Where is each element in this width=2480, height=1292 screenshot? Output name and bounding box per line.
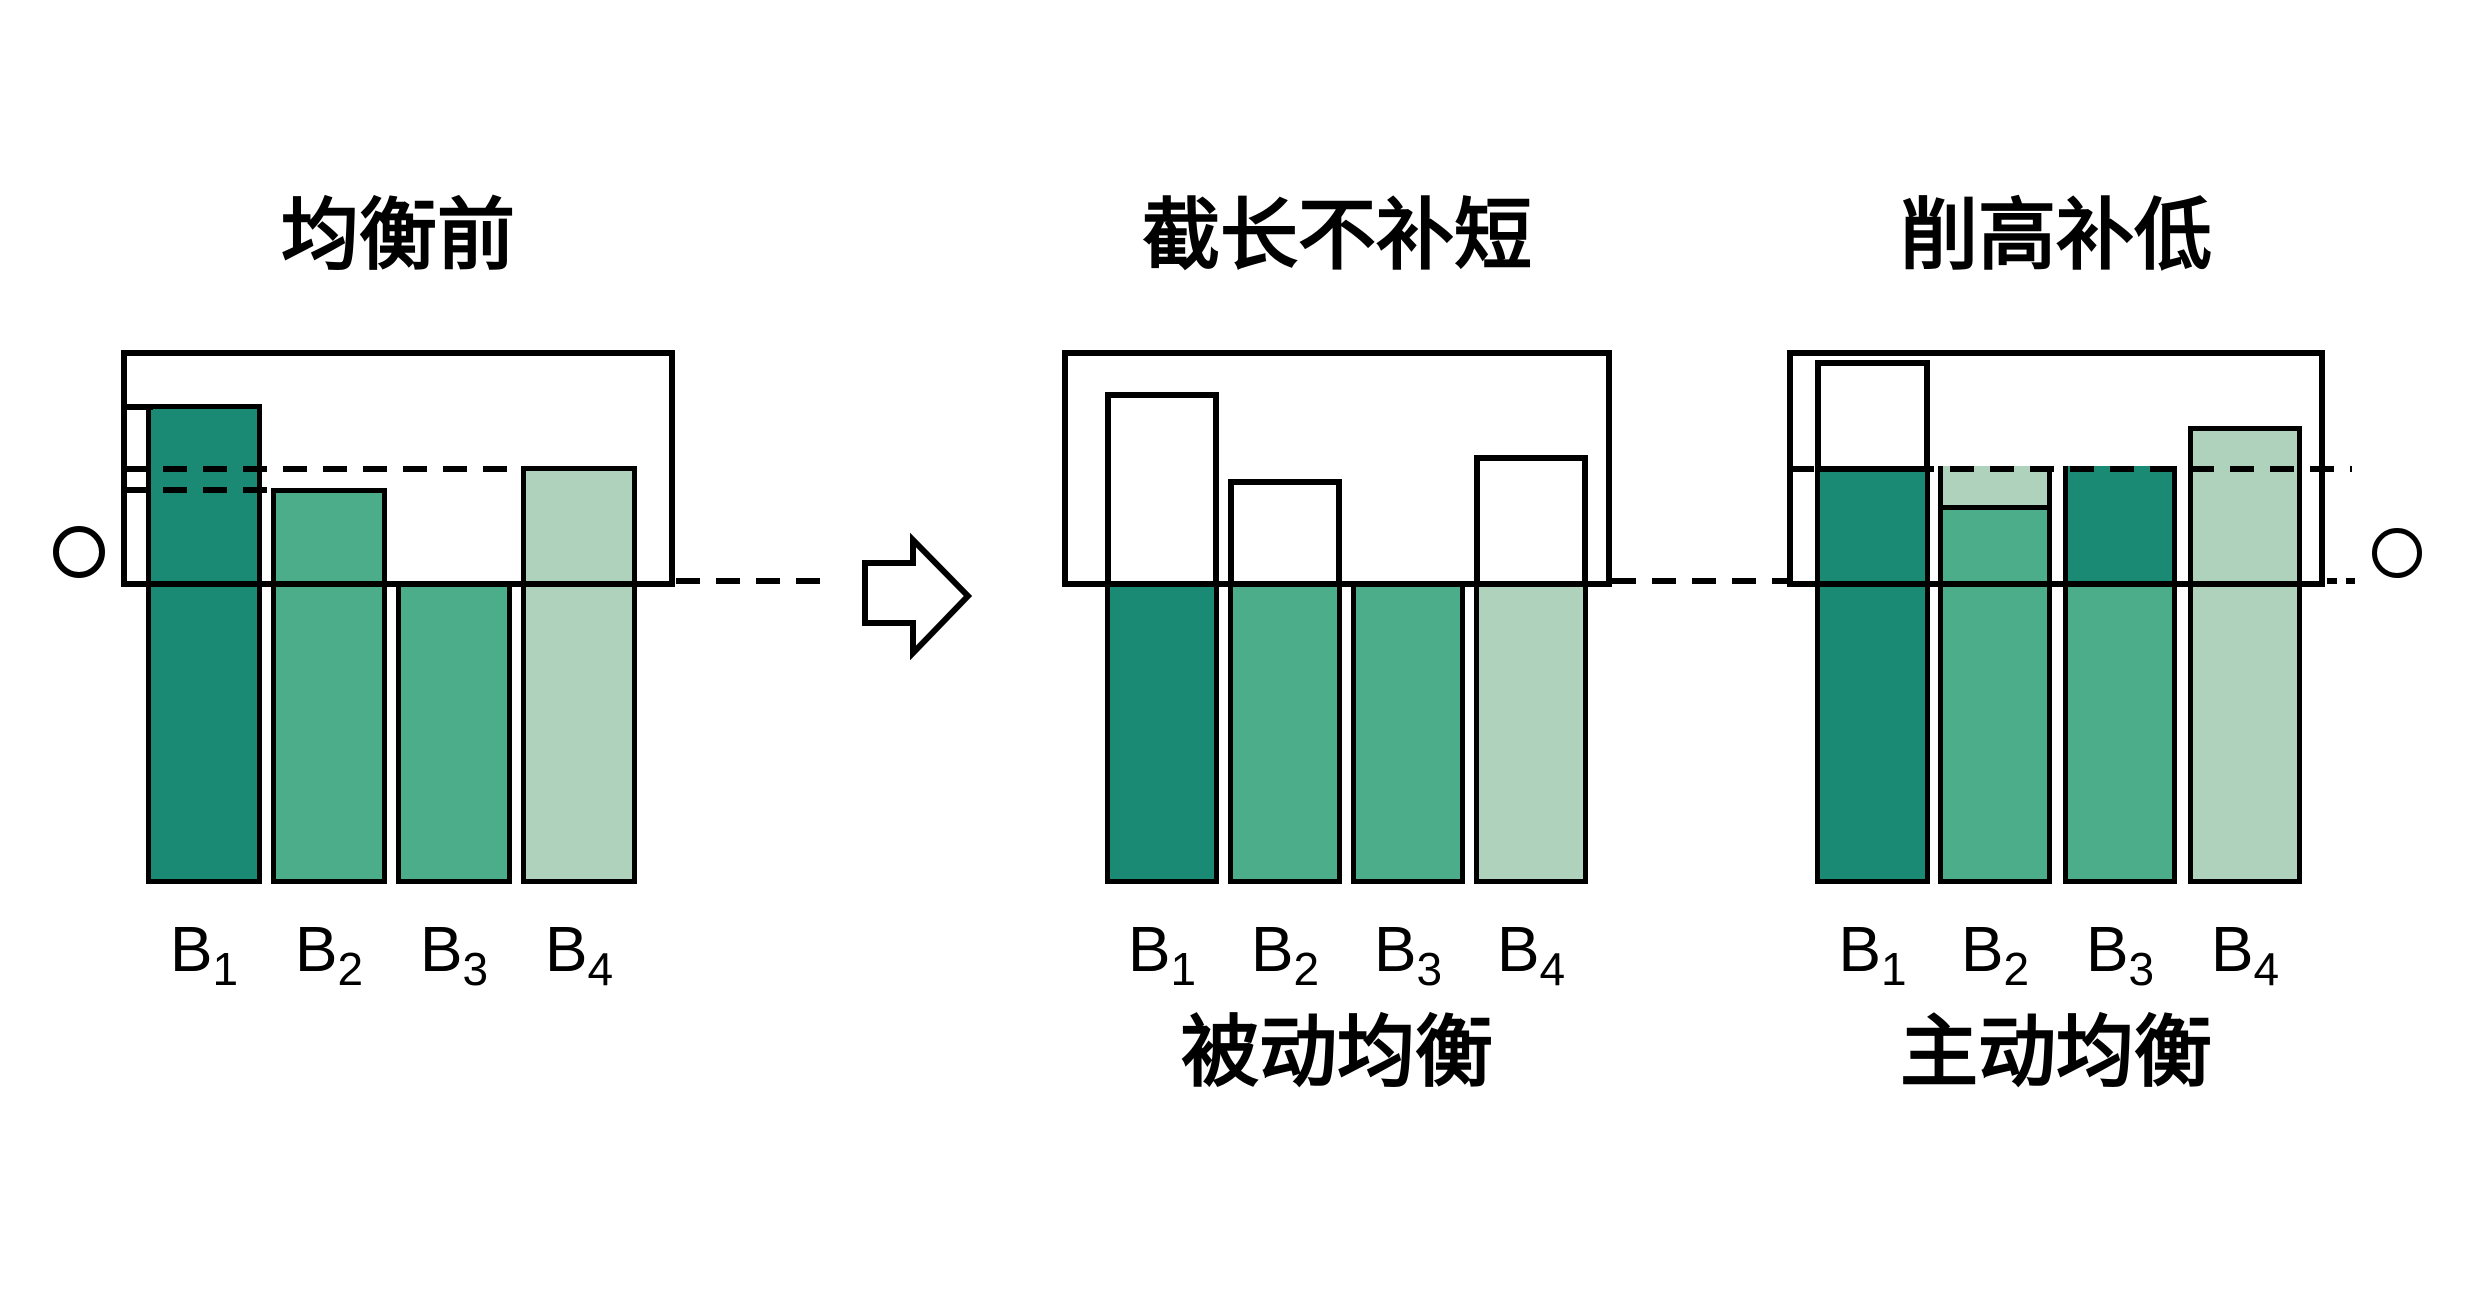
panel-passive-title: 截长不补短 <box>1141 191 1532 279</box>
active-bar-b4 <box>2188 426 2302 884</box>
cell-label-b4: B4 <box>2210 913 2280 995</box>
passive-cut-rect-b1 <box>1105 392 1219 587</box>
before-bar-b1 <box>146 404 262 884</box>
cell-label-b1: B1 <box>1127 913 1197 995</box>
dashed-line-pack-bottom-mid <box>1612 578 1788 584</box>
dashed-line-pack-bottom-right <box>2327 578 2355 584</box>
terminal-circle-left-icon <box>53 526 105 578</box>
pack-outline-before <box>121 350 675 587</box>
panel-active-title: 削高补低 <box>1899 191 2212 279</box>
before-bar-b2 <box>271 488 387 884</box>
passive-bar-b3 <box>1351 581 1465 884</box>
cell-label-b3: B3 <box>1373 913 1443 995</box>
cell-label-b1: B1 <box>169 913 239 995</box>
caption-active: 主动均衡 <box>1899 1008 2212 1096</box>
cell-label-b2: B2 <box>294 913 364 995</box>
dashed-line-balanced-level <box>1790 466 2352 472</box>
passive-bar-b2 <box>1228 581 1342 884</box>
pack-outline-active <box>1787 350 2325 587</box>
active-bar-b2-added-segment <box>1938 466 2052 510</box>
passive-bar-b4 <box>1474 581 1588 884</box>
before-bar-b3 <box>396 581 512 884</box>
active-bar-b3 <box>2063 584 2177 884</box>
active-bar-b2 <box>1938 466 2052 884</box>
cell-label-b4: B4 <box>544 913 614 995</box>
active-removed-rect-b1 <box>1815 360 1930 472</box>
dashed-line-b2-level <box>123 487 273 493</box>
arrow-right-icon <box>862 532 973 660</box>
caption-passive: 被动均衡 <box>1180 1008 1493 1096</box>
pack-outline-passive <box>1062 350 1612 587</box>
cell-label-b2: B2 <box>1250 913 1320 995</box>
passive-cut-rect-b2 <box>1228 479 1342 587</box>
panel-before-title: 均衡前 <box>280 191 515 279</box>
dashed-line-pack-bottom-left <box>676 578 826 584</box>
terminal-circle-right-icon <box>2372 528 2422 578</box>
cell-label-b2: B2 <box>1960 913 2030 995</box>
cell-label-b1: B1 <box>1838 913 1907 995</box>
cell-label-b3: B3 <box>2085 913 2155 995</box>
cell-label-b4: B4 <box>1496 913 1566 995</box>
cell-label-b3: B3 <box>419 913 489 995</box>
dashed-tick-b1-level <box>123 404 153 410</box>
dashed-line-b4-level <box>123 466 523 472</box>
before-bar-b4 <box>521 466 637 884</box>
active-bar-b3-added-segment <box>2063 466 2177 584</box>
passive-bar-b1 <box>1105 581 1219 884</box>
